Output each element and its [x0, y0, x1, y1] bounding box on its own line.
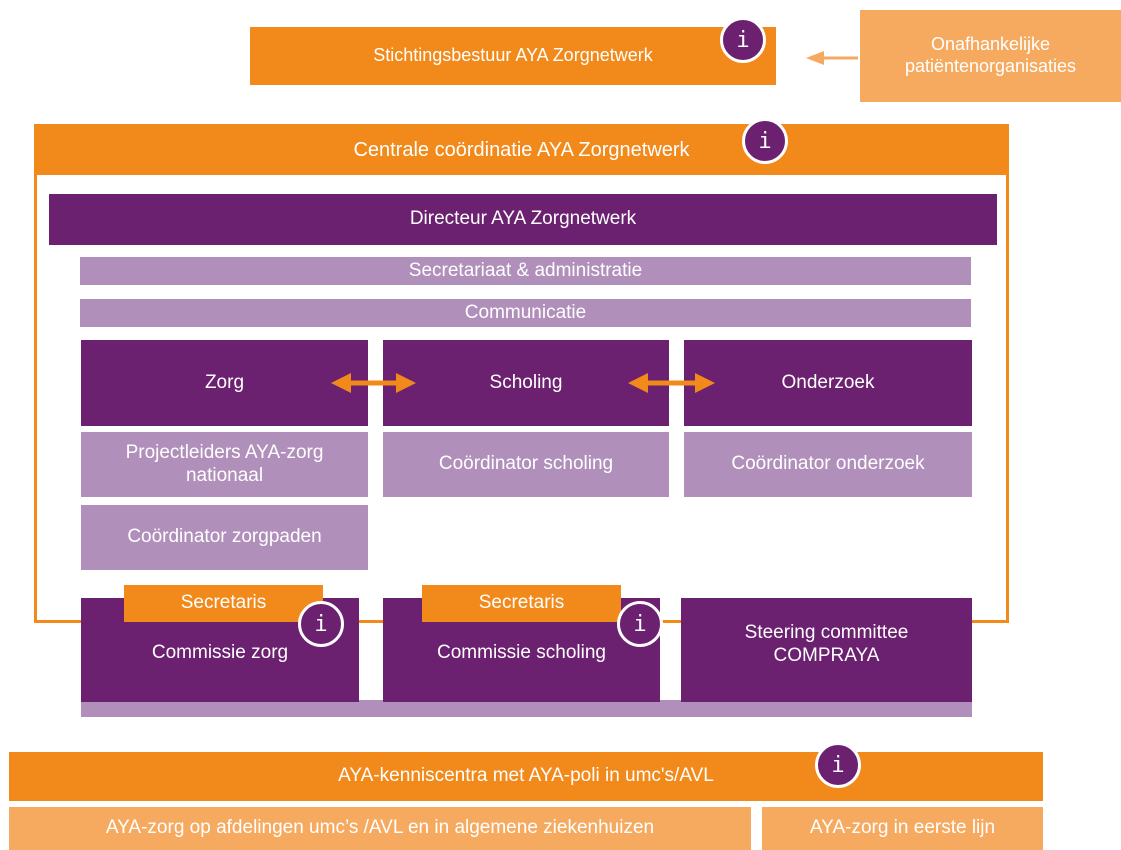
- board-info-glyph: i: [736, 27, 750, 53]
- committee-care-label: Commissie zorg: [151, 641, 289, 663]
- care-column-box: Zorg: [81, 340, 368, 426]
- central-coordination-header: Centrale coördinatie AYA Zorgnetwerk: [34, 124, 1009, 175]
- secretariat-label: Secretariaat & administratie: [408, 259, 643, 281]
- departments-label: AYA-zorg op afdelingen umc’s /AVL en in …: [105, 817, 655, 839]
- committees-base-bar: [81, 700, 972, 717]
- committee-education-info-glyph: i: [633, 611, 647, 637]
- coordinator-education-box: Coördinator scholing: [383, 432, 669, 497]
- coordinator-pathways-label: Coördinator zorgpaden: [127, 526, 322, 548]
- knowledge-centers-label: AYA-kenniscentra met AYA-poli in umc's/A…: [338, 765, 714, 787]
- knowledge-centers-bar: AYA-kenniscentra met AYA-poli in umc's/A…: [9, 752, 1043, 801]
- patients-to-board-arrow: [806, 51, 858, 65]
- board-label: Stichtingsbestuur AYA Zorgnetwerk: [373, 45, 653, 66]
- secretary-education-tab: Secretaris: [422, 585, 621, 622]
- primary-care-bar: AYA-zorg in eerste lijn: [762, 807, 1043, 850]
- secretary-care-tab: Secretaris: [124, 585, 323, 622]
- care-column-label: Zorg: [204, 371, 245, 393]
- coordinator-pathways-box: Coördinator zorgpaden: [81, 505, 368, 570]
- research-column-label: Onderzoek: [781, 371, 875, 393]
- secretary-care-label: Secretaris: [180, 592, 267, 614]
- coordinator-research-label: Coördinator onderzoek: [731, 453, 925, 475]
- project-leaders-label: Projectleiders AYA-zorg nationaal: [125, 441, 324, 486]
- communication-bar: Communicatie: [80, 299, 971, 327]
- committee-education-label: Commissie scholing: [437, 641, 606, 663]
- central-coordination-title: Centrale coördinatie AYA Zorgnetwerk: [353, 138, 690, 161]
- committee-education-info-icon[interactable]: i: [617, 601, 663, 647]
- committee-care-info-icon[interactable]: i: [298, 601, 344, 647]
- project-leaders-box: Projectleiders AYA-zorg nationaal: [81, 432, 368, 497]
- communication-label: Communicatie: [464, 301, 587, 323]
- knowledge-centers-info-icon[interactable]: i: [815, 742, 861, 788]
- knowledge-centers-info-glyph: i: [831, 752, 845, 778]
- central-coordination-info-icon[interactable]: i: [742, 118, 788, 164]
- coordinator-education-label: Coördinator scholing: [438, 453, 614, 475]
- committee-care-info-glyph: i: [314, 611, 328, 637]
- primary-care-label: AYA-zorg in eerste lijn: [809, 817, 996, 839]
- director-label: Directeur AYA Zorgnetwerk: [409, 208, 637, 230]
- board-box: Stichtingsbestuur AYA Zorgnetwerk: [250, 27, 776, 85]
- research-column-box: Onderzoek: [684, 340, 972, 426]
- board-info-icon[interactable]: i: [720, 17, 766, 63]
- central-coordination-info-glyph: i: [758, 128, 772, 154]
- secretary-education-label: Secretaris: [478, 592, 565, 614]
- director-box: Directeur AYA Zorgnetwerk: [49, 194, 997, 245]
- secretariat-bar: Secretariaat & administratie: [80, 257, 971, 285]
- steering-committee-label: Steering committee COMPRAYA: [744, 622, 909, 666]
- coordinator-research-box: Coördinator onderzoek: [684, 432, 972, 497]
- education-column-box: Scholing: [383, 340, 669, 426]
- departments-bar: AYA-zorg op afdelingen umc’s /AVL en in …: [9, 807, 751, 850]
- patient-organisations-box: Onafhankelijke patiëntenorganisaties: [860, 10, 1121, 102]
- education-column-label: Scholing: [489, 371, 563, 393]
- patient-organisations-label: Onafhankelijke patiëntenorganisaties: [904, 34, 1077, 76]
- steering-committee-box: Steering committee COMPRAYA: [681, 598, 972, 702]
